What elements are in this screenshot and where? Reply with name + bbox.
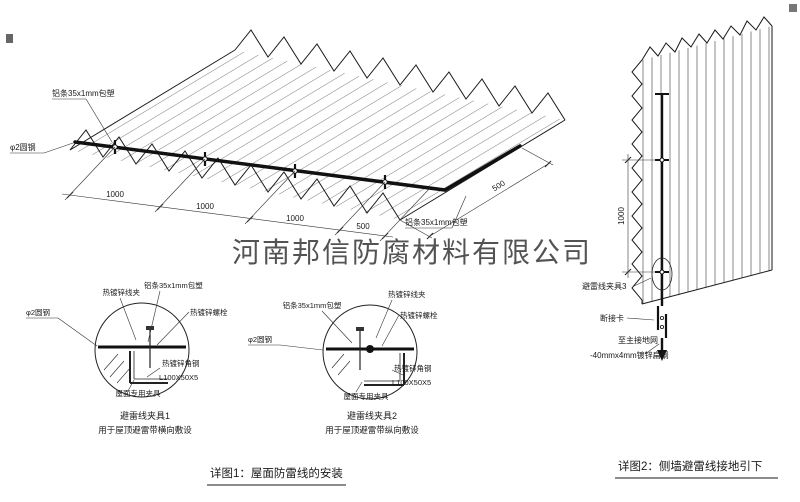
detail2-label-bolt: 热镀锌螺栓 — [400, 310, 438, 320]
wall-bottom-edge — [641, 269, 773, 305]
detail1-label-rod: φ2圆钢 — [26, 307, 50, 317]
detail1-label-bolt: 热镀锌螺栓 — [190, 307, 228, 317]
label-rod-left: φ2圆钢 — [10, 142, 36, 152]
caption-detail2: 详图2：侧墙避雷线接地引下 — [618, 459, 762, 473]
wall-label-ground: 至主接地网 — [618, 335, 658, 345]
wall-top-corrugation-edge — [641, 16, 773, 61]
roof-front-corrugation-edge — [69, 129, 401, 221]
detail1-leaders — [26, 290, 190, 392]
roof-dim-1000-a: 1000 — [106, 190, 124, 199]
label-strip-top: 铝条35x1mm包塑 — [52, 88, 115, 98]
roof-dim-side-500: 500 — [491, 178, 508, 193]
detail2-leaders — [248, 299, 404, 393]
wall-elevation-drawing: 1000 避雷线夹具3 断接卡 至主接地网 -40mmx4mm镀锌扁钢 — [582, 16, 773, 361]
wall-left-corrugation-edge — [631, 59, 643, 304]
roof-dimension-lines — [61, 146, 554, 242]
roof-left-edge — [69, 49, 236, 151]
detail-circle-1: 热镀锌线夹 铝条35x1mm包塑 热镀锌螺栓 φ2圆钢 热镀锌角钢 L100X5… — [26, 280, 228, 435]
wall-label-leaders — [626, 277, 660, 355]
scan-artifact — [6, 34, 13, 43]
scan-artifact — [789, 4, 797, 12]
detail1-label-angle: 热镀锌角钢 — [162, 358, 200, 368]
roof-dim-1000-b: 1000 — [196, 202, 214, 211]
detail1-label-angle-size: L100X50X5 — [159, 373, 198, 382]
detail2-subtitle: 用于屋顶避雷带纵向敷设 — [325, 425, 419, 435]
detail2-label-fixture: 屋面专用夹具 — [344, 391, 389, 401]
label-strip-bottom: 铝条35x1mm包塑 — [405, 217, 468, 227]
wall-label-clamp3: 避雷线夹具3 — [582, 281, 627, 291]
detail2-title: 避雷线夹具2 — [347, 410, 397, 421]
roof-isometric-drawing: 1000 1000 1000 500 500 铝条35x1mm包塑 φ2圆钢 铝… — [10, 29, 566, 242]
detail2-label-rod: φ2圆钢 — [248, 334, 272, 344]
watermark-text: 河南邦信防腐材料有限公司 — [232, 237, 592, 268]
detail1-title: 避雷线夹具1 — [120, 410, 170, 421]
wall-label-disconnect: 断接卡 — [600, 313, 624, 323]
caption-detail1: 详图1：屋面防雷线的安装 — [210, 466, 343, 480]
wall-dimension — [622, 154, 656, 278]
wall-conductor-clamps — [655, 157, 669, 275]
roof-dim-500: 500 — [356, 222, 370, 231]
detail1-label-strip: 铝条35x1mm包塑 — [144, 280, 203, 290]
disconnect-card — [656, 306, 668, 338]
detail1-circle — [94, 302, 190, 398]
roof-label-leaders — [10, 98, 467, 229]
detail2-label-angle: 热镀锌角钢 — [394, 363, 432, 373]
ground-arrowhead — [657, 350, 667, 361]
wall-dim-1000: 1000 — [617, 207, 626, 225]
detail2-label-strip: 铝条35x1mm包塑 — [283, 300, 342, 310]
detail2-label-angle-size: L100X50X5 — [392, 378, 431, 387]
detail1-label-clamp: 热镀锌线夹 — [103, 287, 141, 297]
detail1-clamp-assembly — [103, 326, 168, 384]
detail2-label-clamp: 热镀锌线夹 — [388, 289, 426, 299]
wall-label-flat-steel: -40mmx4mm镀锌扁钢 — [590, 350, 669, 360]
detail1-label-fixture: 屋面专用夹具 — [116, 388, 161, 398]
roof-back-corrugation-edge — [234, 29, 566, 121]
wall-surface — [642, 26, 772, 304]
clamp-highlight-ellipse — [651, 257, 673, 291]
detail2-clamp-assembly — [331, 327, 405, 386]
lightning-belt-wire — [73, 140, 522, 192]
roof-dim-1000-c: 1000 — [286, 214, 304, 223]
detail-circle-2: 铝条35x1mm包塑 热镀锌线夹 热镀锌螺栓 φ2圆钢 热镀锌角钢 L100X5… — [248, 289, 438, 435]
roof-surface — [70, 50, 565, 220]
detail1-subtitle: 用于屋顶避雷带横向敷设 — [98, 425, 192, 435]
